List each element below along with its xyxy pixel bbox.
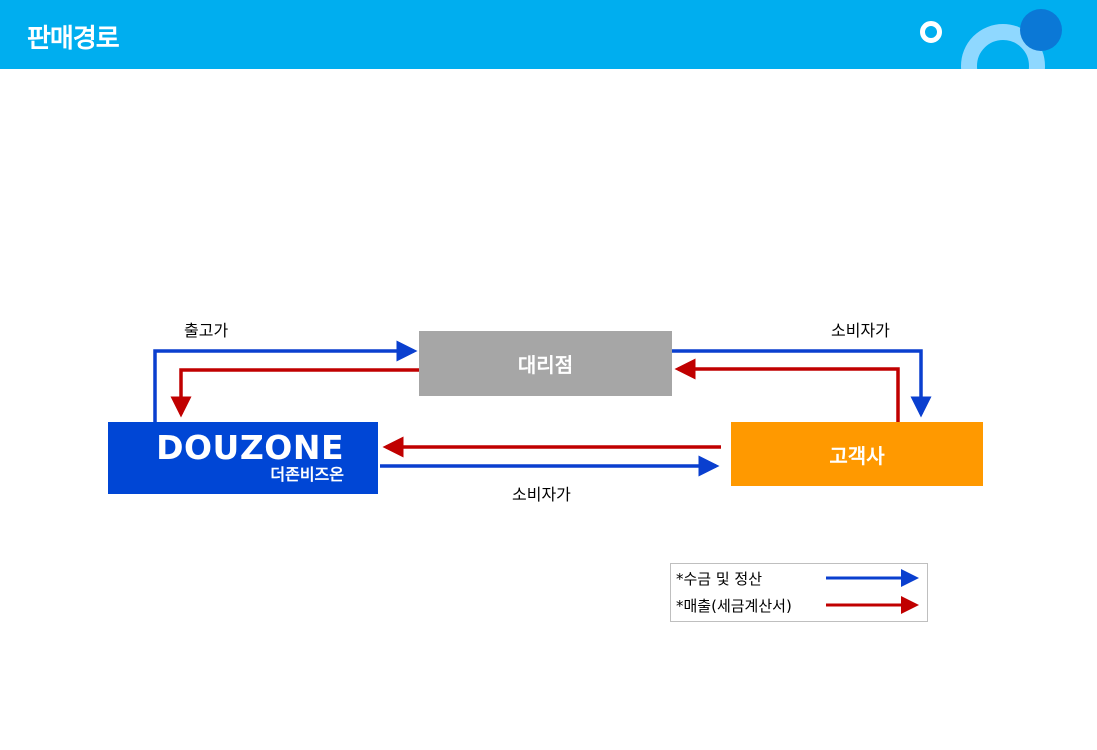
page-title: 판매경로: [27, 24, 120, 54]
legend-sales-label: *매출(세금계산서): [676, 597, 792, 615]
arrow-agency-to-customer: [672, 349, 932, 418]
arrow-customer-to-agency: [674, 358, 900, 422]
douzone-korean-name: 더존비즈온: [270, 465, 344, 484]
douzone-logo-text: DOUZONE: [156, 428, 344, 467]
consumer-price-bottom-label: 소비자가: [512, 485, 571, 504]
agency-label: 대리점: [517, 353, 574, 377]
factory-price-label: 출고가: [184, 321, 229, 340]
dark-circle: [1020, 9, 1062, 51]
large-ring: [961, 24, 1045, 69]
douzone-logo-box: DOUZONE 더존비즈온: [108, 422, 378, 494]
legend-payment-label: *수금 및 정산: [676, 570, 763, 588]
decorative-circles: [920, 9, 1062, 69]
arrow-douzone-to-agency: [153, 340, 418, 422]
small-ring: [920, 21, 942, 43]
agency-box: 대리점: [419, 331, 672, 396]
header-bar: 판매경로: [0, 0, 1097, 69]
customer-label: 고객사: [829, 443, 885, 468]
legend-box: *수금 및 정산 *매출(세금계산서): [670, 563, 928, 622]
consumer-price-top-label: 소비자가: [831, 321, 890, 340]
arrow-agency-to-douzone: [170, 368, 419, 418]
customer-box: 고객사: [731, 422, 983, 486]
